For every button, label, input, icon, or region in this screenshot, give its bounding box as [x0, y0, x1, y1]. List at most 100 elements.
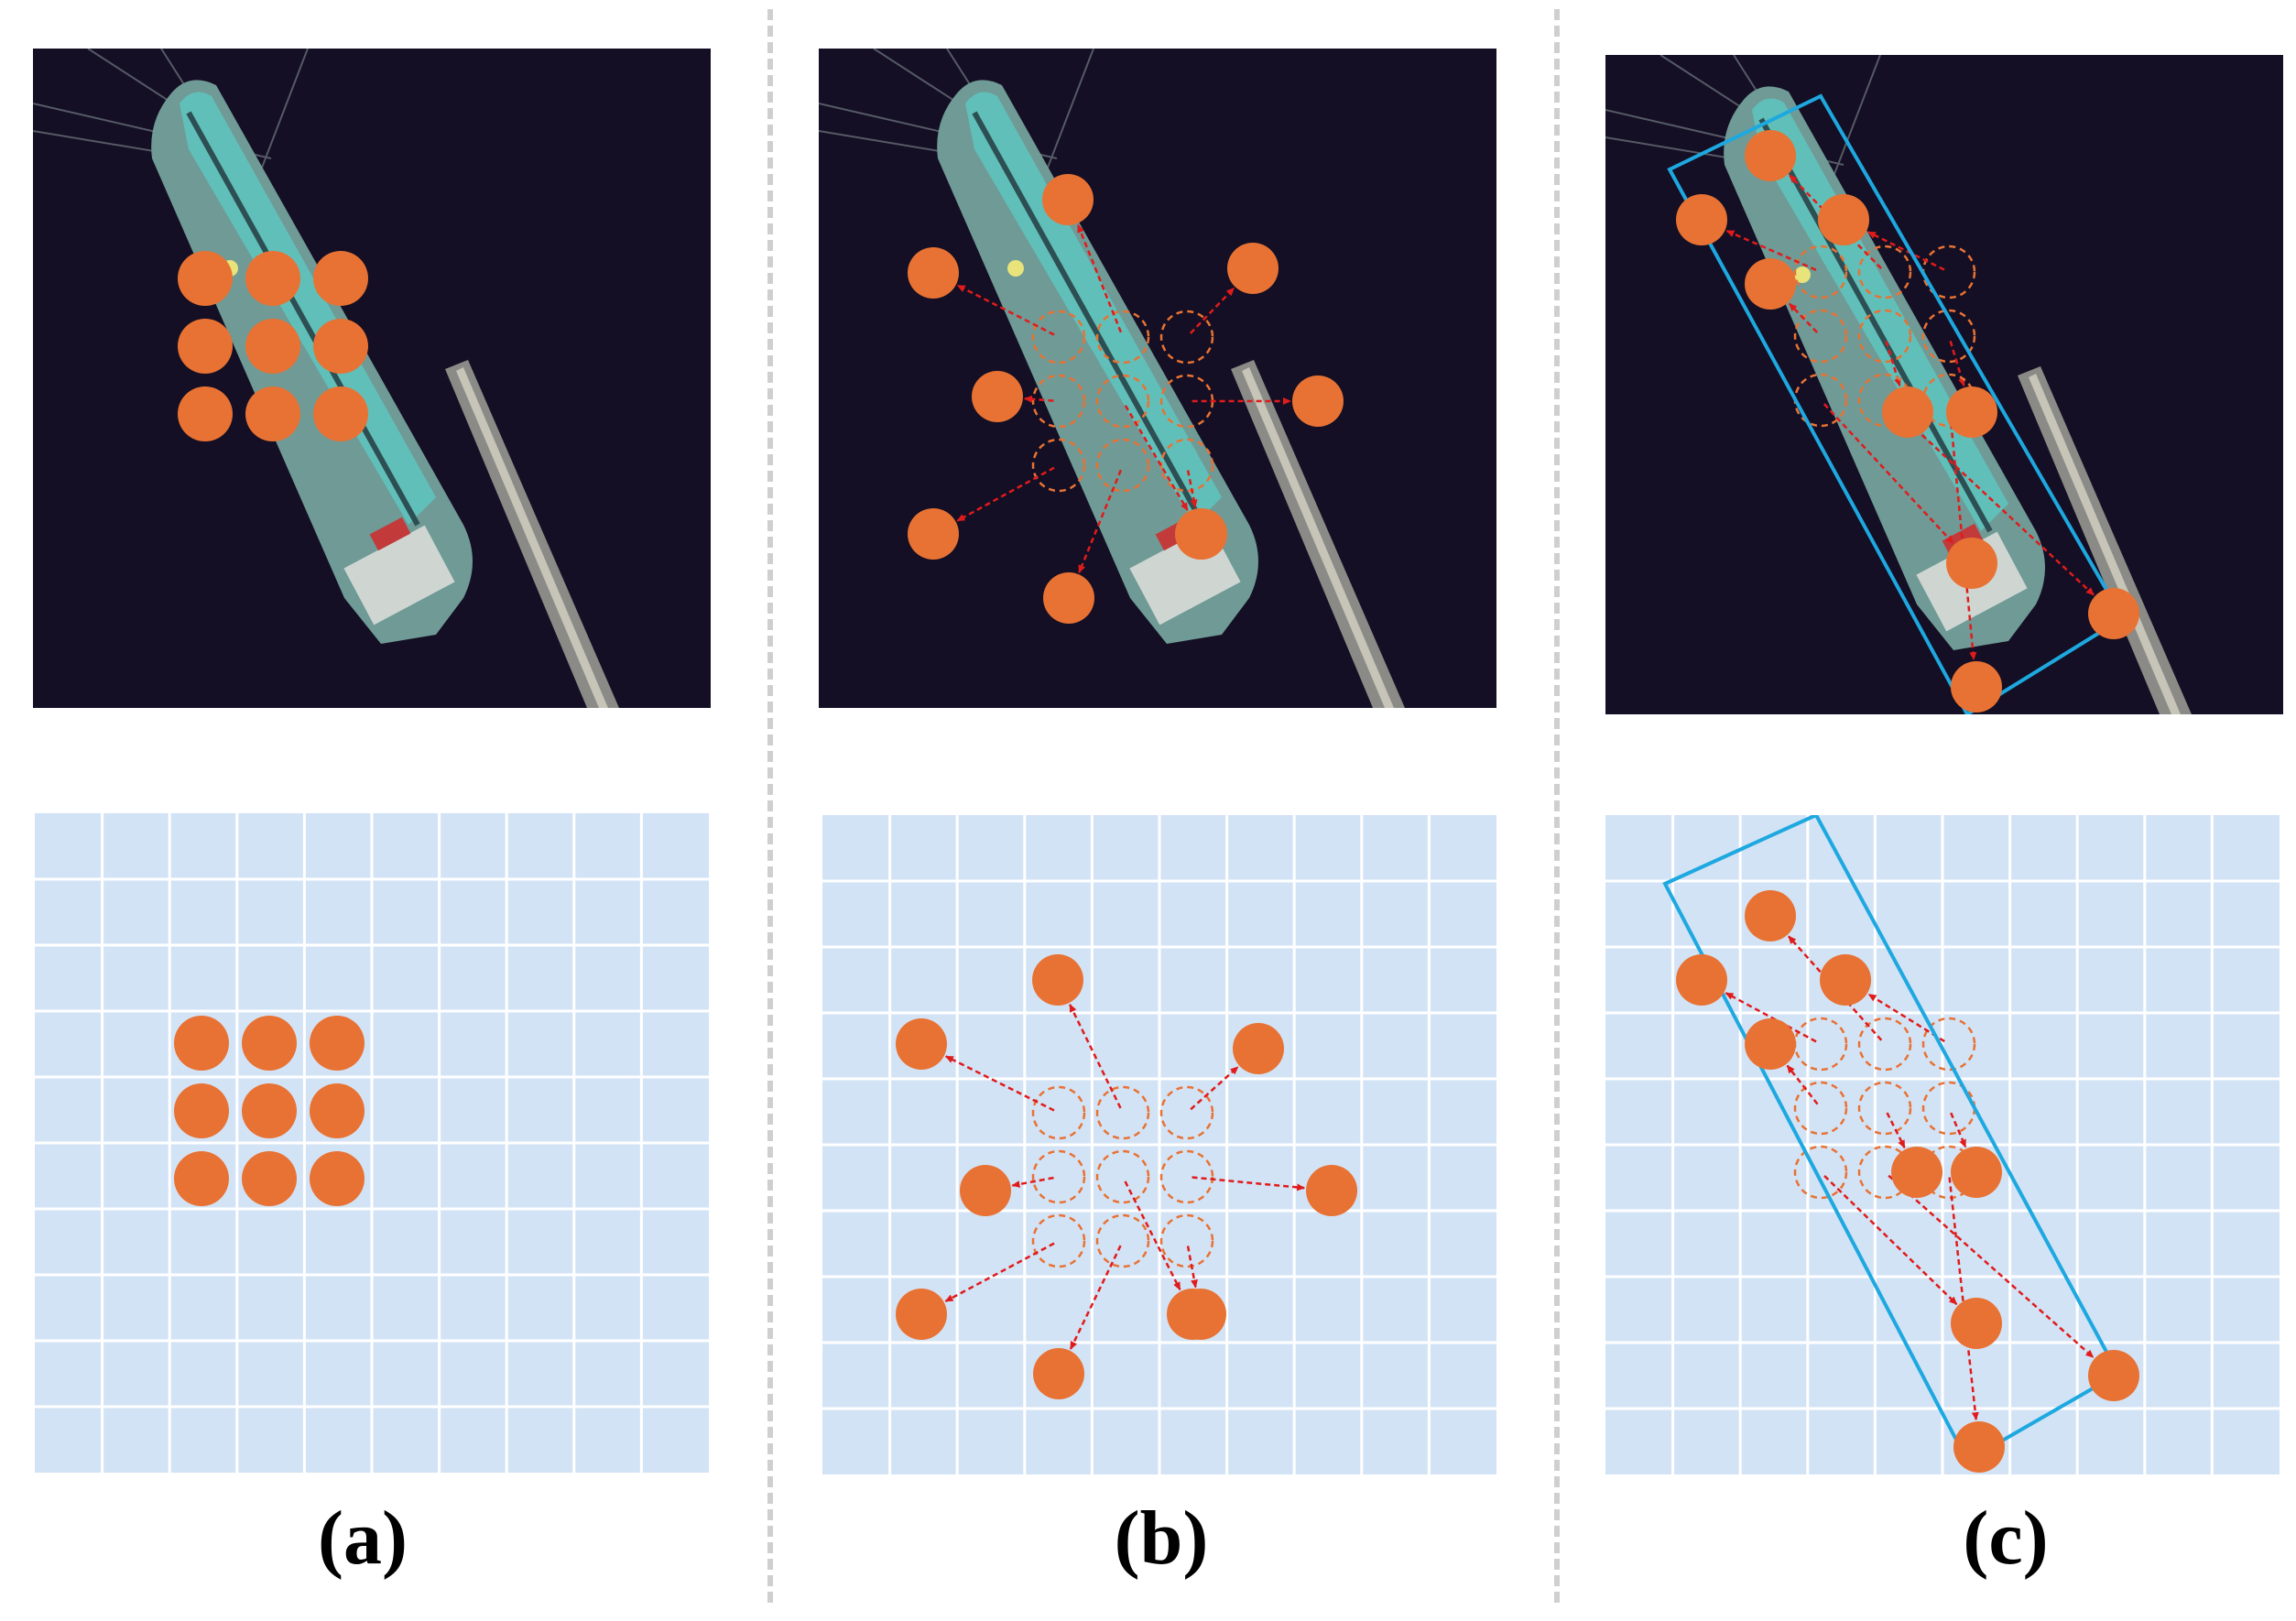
satellite-ship-image-b — [819, 49, 1496, 708]
offset-arrow — [1011, 1176, 1054, 1188]
original-sampling-point — [1159, 1085, 1214, 1140]
sampling-point — [1951, 661, 2002, 713]
offset-arrow — [1725, 992, 1817, 1043]
original-sampling-point — [1095, 1085, 1150, 1140]
sampling-point — [310, 1083, 365, 1138]
offset-arrow — [1078, 469, 1123, 574]
pier-deck — [1242, 367, 1394, 708]
satellite-ship-image-a — [33, 49, 711, 708]
original-sampling-point — [1095, 374, 1150, 429]
sampling-point — [174, 1151, 229, 1206]
offset-arrow — [1069, 1004, 1122, 1109]
offset-arrow — [1950, 1112, 1967, 1148]
sampling-point — [972, 371, 1023, 422]
panel-svg — [1605, 815, 2280, 1474]
satellite-ship-image-c — [1605, 55, 2283, 714]
original-sampling-point — [1857, 245, 1912, 299]
sampling-point — [1676, 954, 1727, 1006]
original-sampling-point — [1031, 310, 1086, 364]
original-sampling-point — [1921, 1017, 1976, 1072]
offset-arrow — [1192, 1176, 1306, 1191]
offset-arrow — [1076, 223, 1123, 333]
offset-arrow — [1190, 1066, 1239, 1111]
sampling-point — [2088, 588, 2139, 639]
original-sampling-point — [1793, 309, 1848, 364]
original-sampling-point — [1793, 1081, 1848, 1136]
panel-svg — [33, 49, 711, 708]
sampling-point — [313, 251, 368, 306]
ship-scene — [1605, 55, 2192, 714]
offset-arrow — [1186, 470, 1198, 508]
feature-grid-b — [822, 815, 1496, 1474]
grid-lines — [1605, 815, 2280, 1474]
panel-divider-right — [1554, 9, 1560, 1603]
ship-funnel — [369, 517, 411, 551]
sampling-point — [1745, 1018, 1796, 1070]
offset-arrow — [1186, 1246, 1198, 1289]
sampling-point — [245, 386, 300, 441]
sampling-point — [1233, 1023, 1284, 1074]
offset-arrow — [1948, 1177, 1979, 1421]
sampling-point — [245, 319, 300, 374]
sampling-point — [1946, 386, 1997, 438]
offset-arrow — [1823, 403, 1954, 544]
sampling-point — [1033, 1348, 1084, 1399]
sampling-point — [1818, 194, 1869, 245]
offset-arrow — [1189, 287, 1235, 334]
deck-pipe — [186, 111, 420, 527]
original-sampling-point — [1793, 245, 1848, 299]
original-sampling-point — [1857, 1017, 1912, 1072]
offset-arrow — [1124, 405, 1189, 512]
sampling-point — [310, 1016, 365, 1071]
original-sampling-point — [1159, 1213, 1214, 1268]
sampling-point — [896, 1289, 947, 1340]
original-sampling-point — [1921, 309, 1976, 364]
sampling-point — [313, 386, 368, 441]
mooring-line — [261, 49, 309, 169]
sampling-point — [1043, 572, 1094, 624]
sampling-point — [178, 319, 233, 374]
sampling-point — [2088, 1350, 2139, 1401]
sampling-point — [1953, 1421, 2005, 1473]
original-sampling-point — [1095, 310, 1150, 364]
offset-arrow — [1823, 1175, 1958, 1306]
offset-arrow — [1888, 402, 2095, 596]
sampling-point — [1951, 1298, 2002, 1349]
original-sampling-point — [1159, 310, 1214, 364]
sampling-point — [1306, 1165, 1357, 1216]
offset-arrow — [956, 466, 1055, 522]
original-sampling-point — [1031, 1085, 1086, 1140]
sampling-point — [178, 386, 233, 441]
sampling-point — [242, 1151, 297, 1206]
feature-grid-c — [1605, 815, 2280, 1474]
grid-lines — [35, 813, 709, 1473]
sampling-point — [1820, 954, 1871, 1006]
offset-arrow — [1948, 405, 1977, 661]
mooring-line — [1834, 55, 1881, 175]
panel-svg — [1605, 55, 2283, 714]
original-sampling-point — [1793, 1145, 1848, 1200]
original-sampling-point — [1857, 1081, 1912, 1136]
panel-divider-left — [767, 9, 773, 1603]
original-sampling-point — [1031, 1149, 1086, 1204]
sampling-point — [174, 1083, 229, 1138]
sampling-point — [1167, 1289, 1218, 1340]
ship-deck — [180, 92, 436, 525]
original-sampling-point — [1095, 1149, 1150, 1204]
offset-arrow — [1866, 231, 1945, 271]
sampling-point — [1292, 375, 1344, 427]
offset-arrow — [1069, 1245, 1122, 1350]
pier-deck — [2029, 374, 2181, 714]
sampling-point — [908, 247, 959, 299]
offset-arrow — [1023, 395, 1054, 403]
offset-arrow — [1786, 1064, 1819, 1105]
sampling-point — [908, 508, 959, 560]
panel-svg — [35, 813, 709, 1473]
sampling-point — [1745, 130, 1796, 181]
feature-grid-a — [35, 813, 709, 1473]
sampling-point — [1042, 174, 1094, 225]
offset-arrow — [1124, 1180, 1181, 1291]
caption-b: (b) — [1114, 1496, 1209, 1581]
ship-deck — [965, 92, 1222, 525]
